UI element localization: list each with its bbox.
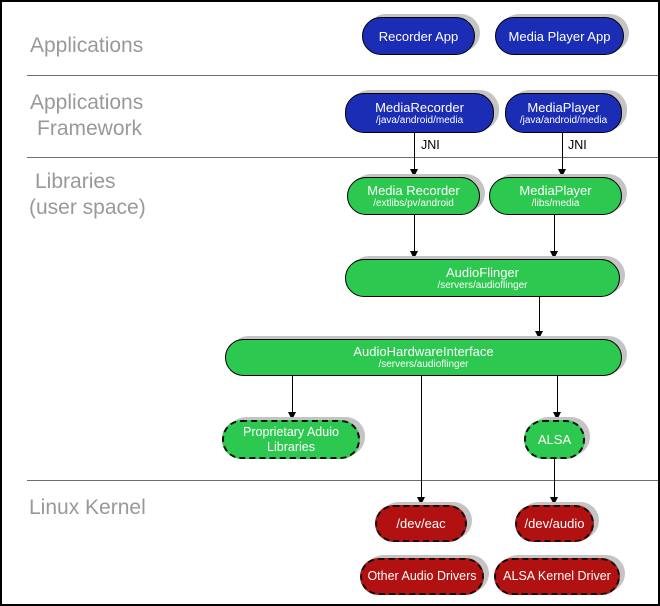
section-label-libraries: Libraries (user space) [29,169,146,221]
node-media-recorder-library: Media Recorder /extlibs/pv/android [347,177,480,215]
arrowhead-down-icon [549,251,558,259]
node-dev-audio: /dev/audio [515,505,594,542]
section-label-line: Framework [37,117,143,140]
node-sublabel: /servers/audioflinger [437,279,528,291]
node-label: /dev/audio [524,516,585,531]
section-label-line: Libraries [35,170,116,193]
arrowhead-down-icon [409,169,418,177]
node-label: Media Recorder [367,182,460,198]
arrow-mediarecorderlib-to-audioflinger [409,215,418,259]
node-mediaplayer-library: MediaPlayer /libs/media [489,177,622,215]
section-label-line: Applications [30,91,144,114]
divider-framework [27,157,658,158]
node-label: AudioHardwareInterface [353,344,494,359]
node-label: Media Player App [508,28,611,44]
node-audioflinger: AudioFlinger /servers/audioflinger [345,259,620,297]
divider-applications [27,75,658,76]
node-other-audio-drivers: Other Audio Drivers [360,558,484,595]
arrowhead-down-icon [409,251,418,259]
arrow-mediaplayerlib-to-audioflinger [549,215,558,259]
arrow-alsa-to-dev-audio [549,459,558,505]
node-media-player-app: Media Player App [495,17,624,55]
node-label: /dev/eac [396,516,446,531]
arrowhead-down-icon [557,169,566,177]
node-mediarecorder-framework: MediaRecorder /java/android/media [345,93,494,133]
node-label: AudioFlinger [446,264,519,280]
node-label: MediaPlayer [527,99,600,115]
arrowhead-down-icon [549,497,558,505]
jni-label-right: JNI [568,138,587,152]
arrow-ahi-to-dev-eac [416,376,425,505]
node-label: Proprietary Aduio Libraries [243,424,339,454]
section-label-applications: Applications [30,34,144,57]
node-sublabel: /extlibs/pv/android [373,197,454,209]
arrowhead-down-icon [416,497,425,505]
section-label-linux-kernel: Linux Kernel [29,496,146,519]
jni-label-left: JNI [421,138,440,152]
node-sublabel: /java/android/media [375,114,464,126]
node-audio-hardware-interface: AudioHardwareInterface /servers/audiofli… [225,339,622,376]
section-label-applications-framework: Applications Framework [30,90,143,142]
node-recorder-app: Recorder App [362,17,475,55]
node-sublabel: /servers/audioflinger [378,359,469,370]
arrowhead-down-icon [287,412,296,420]
arrowhead-down-icon [534,331,543,339]
arrow-mediaplayer-to-lib [557,133,566,177]
node-label: Other Audio Drivers [367,569,477,583]
arrow-ahi-to-proprietary [287,376,296,420]
node-sublabel: /libs/media [531,197,580,209]
arrow-ahi-to-alsa [552,376,561,420]
node-label: ALSA [537,432,572,447]
node-proprietary-audio-libraries: Proprietary Aduio Libraries [222,420,360,459]
arrow-mediarecorder-to-lib [409,133,418,177]
node-alsa-kernel-driver: ALSA Kernel Driver [494,558,620,595]
node-label: Recorder App [378,28,459,44]
divider-kernel [27,480,658,481]
node-sublabel: /java/android/media [519,114,608,126]
section-label-line: (user space) [29,196,146,219]
node-alsa: ALSA [524,420,585,459]
node-label: ALSA Kernel Driver [503,569,611,583]
node-mediaplayer-framework: MediaPlayer /java/android/media [505,93,622,133]
node-dev-eac: /dev/eac [375,505,467,542]
node-label: MediaPlayer [519,182,592,198]
arrowhead-down-icon [552,412,561,420]
node-label: MediaRecorder [375,99,464,115]
arrow-audioflinger-to-ahi [534,297,543,339]
